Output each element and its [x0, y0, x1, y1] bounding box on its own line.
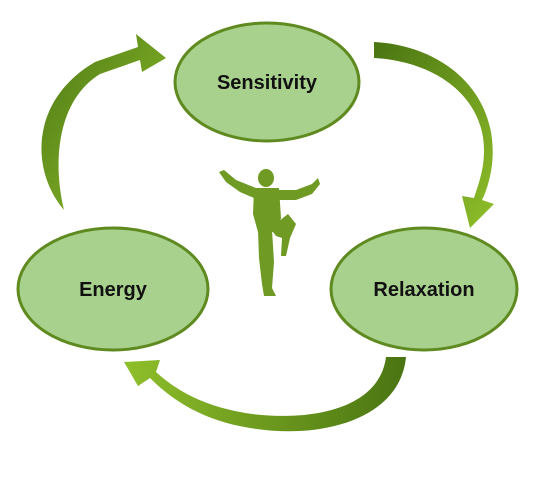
node-sensitivity: Sensitivity — [173, 21, 361, 143]
tai-chi-figure-icon — [219, 169, 320, 296]
node-relaxation-label: Relaxation — [373, 279, 474, 301]
arrow-energy-to-sensitivity — [41, 34, 166, 210]
node-relaxation: Relaxation — [329, 226, 519, 352]
node-energy: Energy — [16, 226, 210, 352]
arrow-relaxation-to-energy — [124, 357, 406, 432]
arrow-sensitivity-to-relaxation — [374, 42, 494, 228]
node-sensitivity-label: Sensitivity — [217, 72, 318, 94]
node-energy-label: Energy — [79, 279, 148, 301]
